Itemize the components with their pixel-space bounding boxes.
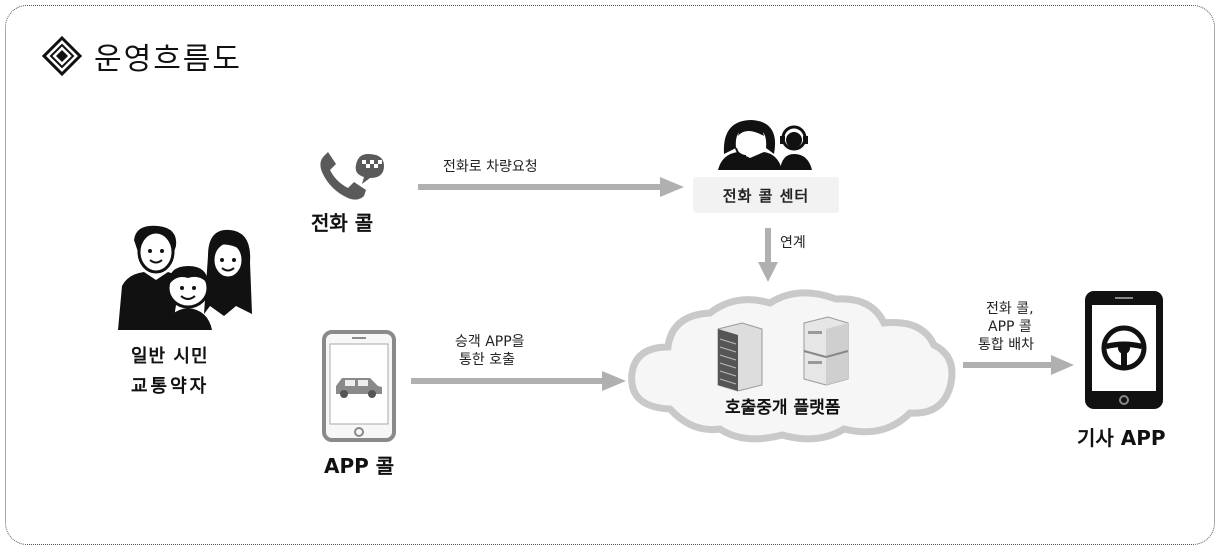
arrow-app-to-platform	[411, 378, 606, 384]
call-center-box: 전화 콜 센터	[693, 177, 839, 213]
diamond-cross-icon	[41, 35, 83, 77]
edge-label-phone-request: 전화로 차량요청	[443, 159, 538, 175]
arrow-center-to-platform	[765, 228, 771, 268]
arrow-phone-to-center	[418, 184, 663, 190]
phone-taxi-icon	[320, 152, 384, 200]
driver-app-label: 기사 APP	[1077, 426, 1166, 450]
citizen-label: 일반 시민	[131, 346, 209, 367]
edge-label-dispatch-line2: APP 콜	[988, 319, 1032, 335]
smartphone-steering-wheel-icon	[1085, 291, 1163, 409]
phone-call-label: 전화 콜	[311, 211, 374, 235]
edge-label-app-line2: 통한 호출	[459, 352, 515, 368]
page-title: 운영흐름도	[94, 42, 242, 77]
cloud-servers-icon	[628, 289, 956, 443]
edge-label-link: 연계	[780, 235, 806, 251]
edge-label-dispatch-line1: 전화 콜,	[986, 301, 1034, 317]
edge-label-app-line1: 승객 APP을	[455, 334, 525, 350]
vulnerable-label: 교통약자	[131, 376, 210, 397]
platform-label: 호출중개 플랫폼	[725, 398, 841, 418]
smartphone-car-icon	[322, 330, 396, 442]
arrows-layer	[411, 177, 1074, 391]
title-block: 운영흐름도	[41, 34, 242, 78]
app-call-label: APP 콜	[324, 454, 395, 478]
family-icon	[118, 225, 252, 330]
edge-label-dispatch-line3: 통합 배차	[978, 337, 1034, 353]
arrow-platform-to-driver	[963, 362, 1055, 368]
operators-icon	[718, 120, 812, 170]
